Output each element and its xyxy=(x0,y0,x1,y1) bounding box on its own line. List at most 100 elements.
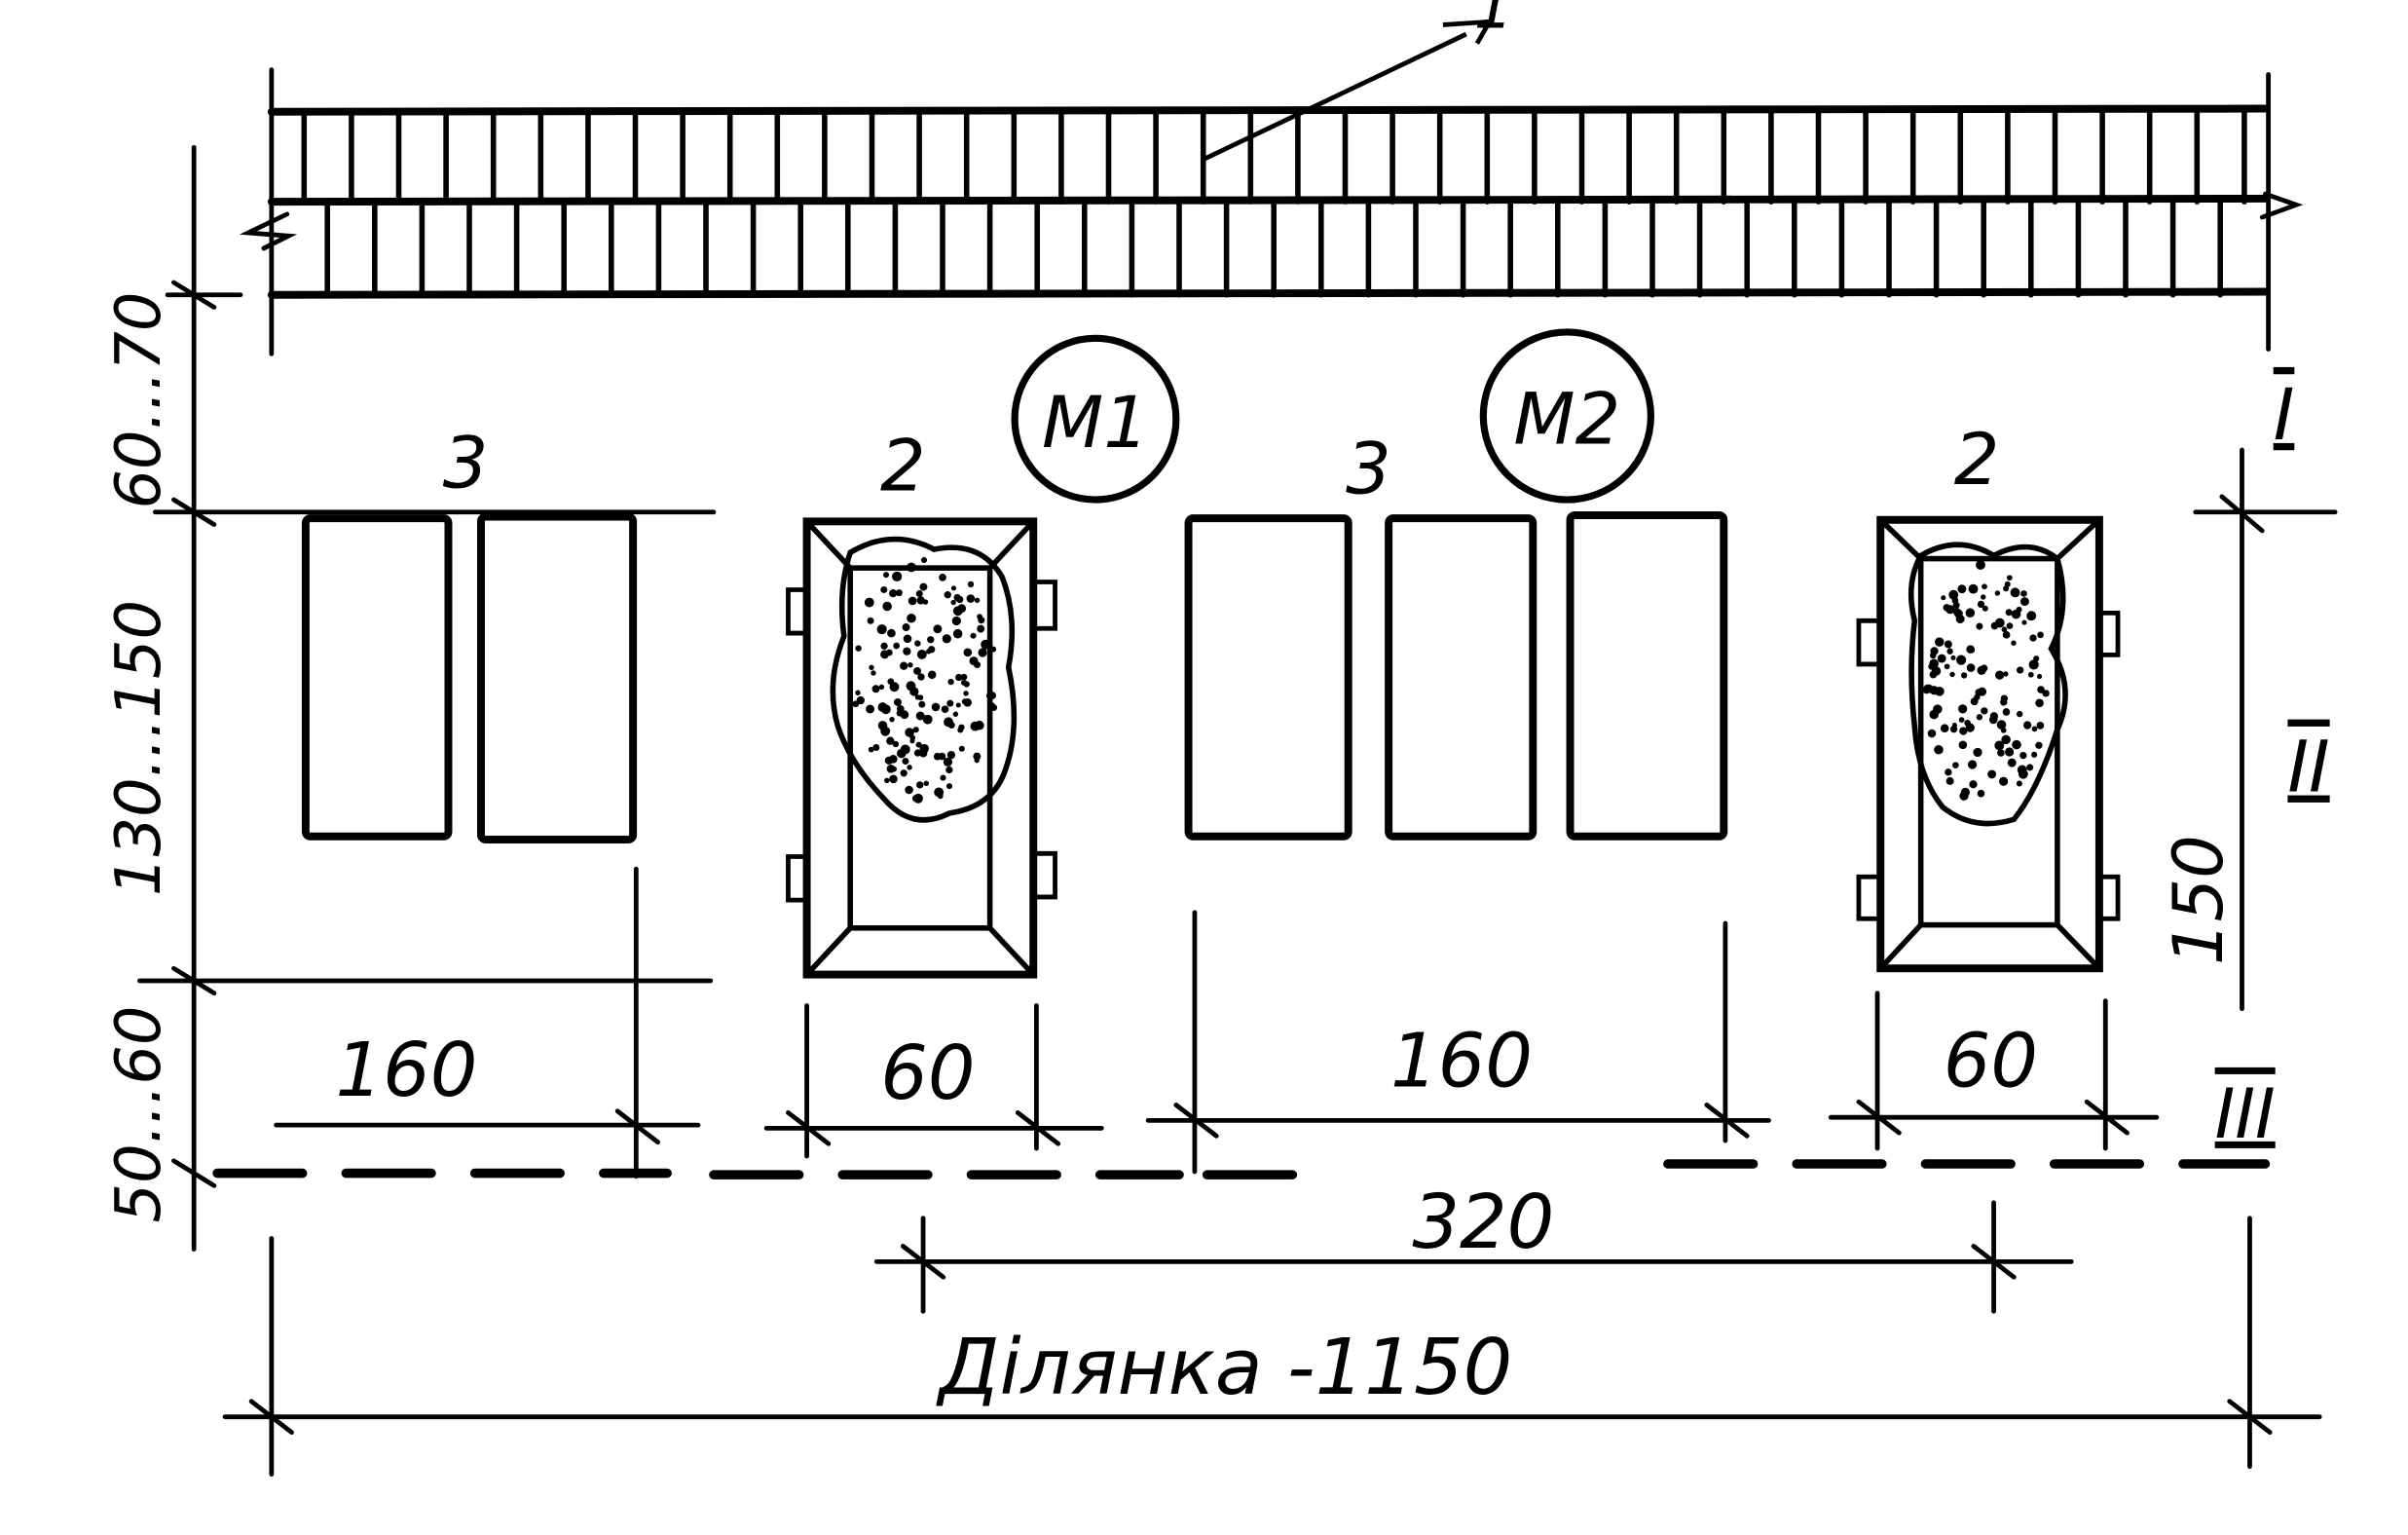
stipple-dot xyxy=(906,681,916,692)
zone-2-label: II xyxy=(2287,727,2329,809)
mason-m2-circle xyxy=(1479,328,1654,504)
stipple-dot xyxy=(946,699,954,707)
stipple-dot xyxy=(947,678,954,686)
stipple-dot xyxy=(2011,640,2017,646)
tub-left-label: 2 xyxy=(880,425,926,507)
stipple-dot xyxy=(911,795,920,803)
stipple-dot xyxy=(941,705,949,713)
stipple-dot xyxy=(988,692,996,699)
mason-m1-label: M1 xyxy=(1042,382,1149,465)
stipple-dot xyxy=(1997,749,2005,757)
brick-row-bottom xyxy=(324,199,2223,298)
stipple-dot xyxy=(970,721,981,731)
stipple-dot xyxy=(2001,734,2011,745)
stipple-dot xyxy=(952,711,959,717)
stipple-dot xyxy=(2037,631,2044,639)
stipple-dot xyxy=(1975,689,1983,696)
stipple-dot xyxy=(1937,654,1946,663)
brick-row-top xyxy=(301,108,2247,205)
stipple-dot xyxy=(856,695,866,705)
stipple-dot xyxy=(915,711,925,721)
stipple-dot xyxy=(900,744,910,755)
stipple-dot xyxy=(2031,726,2038,732)
stipple-dot xyxy=(913,749,922,757)
stipple-dot xyxy=(867,617,874,624)
stipple-dot xyxy=(937,793,944,800)
zone-1-label: I xyxy=(2274,374,2295,457)
stipple-dot xyxy=(864,597,874,608)
stipple-dot xyxy=(1969,780,1978,789)
stipple-dot xyxy=(970,632,977,639)
stipple-dot xyxy=(2037,686,2045,693)
stipple-dot xyxy=(880,585,888,593)
stipple-dot xyxy=(933,752,942,761)
stipple-dot xyxy=(2019,597,2029,607)
stipple-dot xyxy=(921,556,928,564)
stipple-dot xyxy=(966,594,976,603)
stipple-dot xyxy=(2036,722,2045,730)
mortar-tub-right xyxy=(1856,515,2121,973)
dim-160-left: 160 xyxy=(335,1028,477,1114)
stipple-dot xyxy=(1944,663,1950,670)
stipple-dot xyxy=(1933,704,1943,714)
stipple-dot xyxy=(950,585,957,591)
container-box xyxy=(1566,510,1728,841)
stipple-dot xyxy=(927,670,937,680)
stipple-dot xyxy=(886,649,893,656)
stipple-dot xyxy=(900,661,908,670)
dim-320: 320 xyxy=(1412,1179,1554,1266)
stipple-dot xyxy=(950,599,956,606)
stipple-dot xyxy=(2016,666,2024,674)
stipple-dot xyxy=(1944,640,1952,649)
stipple-dot xyxy=(1996,720,2007,730)
stipple-dot xyxy=(955,673,963,682)
stipple-dot xyxy=(891,766,898,772)
stipple-dot xyxy=(2028,659,2039,670)
stipple-dot xyxy=(917,673,925,681)
stipple-dot xyxy=(1970,697,1979,706)
stipple-dot xyxy=(1977,600,1985,609)
stipple-dot xyxy=(889,682,900,693)
stipple-dot xyxy=(958,745,965,752)
stipple-dot xyxy=(927,636,935,644)
stipple-dot xyxy=(892,740,900,748)
stipple-dot xyxy=(1965,608,1976,618)
stipple-dot xyxy=(1966,663,1976,672)
stipple-dot xyxy=(2005,747,2015,757)
stipple-dot xyxy=(889,588,898,598)
stipple-dot xyxy=(2035,698,2044,708)
stipple-dot xyxy=(905,728,914,737)
stipple-dot xyxy=(2027,671,2034,678)
dim-right-height: 150 xyxy=(2159,835,2239,965)
stipple-dot xyxy=(956,595,964,604)
stipple-dot xyxy=(1973,747,1982,758)
section-length-label: Ділянка -1150 xyxy=(936,1322,1512,1412)
mortar-stipple xyxy=(852,556,998,804)
stipple-dot xyxy=(2001,626,2008,633)
stipple-dot xyxy=(933,624,943,634)
stipple-dot xyxy=(1987,769,1997,779)
stipple-dot xyxy=(913,666,922,675)
stipple-dot xyxy=(1969,647,1976,654)
stipple-dot xyxy=(1989,712,1999,721)
stipple-dot xyxy=(1994,740,2005,751)
stipple-dot xyxy=(903,647,911,655)
stipple-dot xyxy=(872,743,880,752)
stipple-dot xyxy=(1945,768,1952,776)
stipple-dot xyxy=(963,681,970,688)
stipple-dot xyxy=(868,746,874,753)
stipple-dot xyxy=(2037,673,2043,680)
stipple-dot xyxy=(1958,740,1968,750)
stipple-dot xyxy=(892,571,903,582)
stipple-dot xyxy=(2010,587,2020,598)
stipple-dot xyxy=(2005,609,2013,617)
stipple-dot xyxy=(1945,605,1955,615)
stipple-dot xyxy=(2021,619,2027,625)
stipple-dot xyxy=(1958,717,1965,724)
stipple-dot xyxy=(952,628,963,639)
stipple-dot xyxy=(1945,776,1954,785)
stipple-dot xyxy=(893,642,901,650)
stipple-dot xyxy=(869,664,874,670)
stipple-dot xyxy=(2019,751,2027,760)
stipple-dot xyxy=(1951,597,1959,604)
